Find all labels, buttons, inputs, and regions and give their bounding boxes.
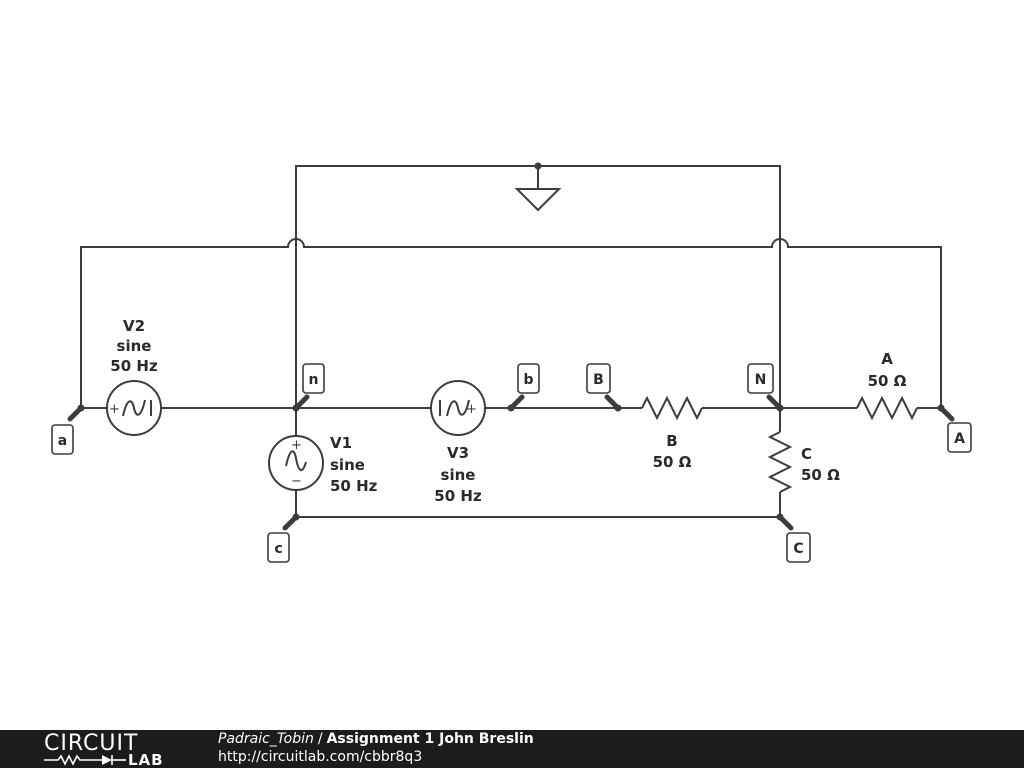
circuit-schematic: + + − + (51, 162, 972, 563)
svg-text:B: B (666, 432, 677, 450)
schematic-title[interactable]: Assignment 1 John Breslin (326, 731, 534, 747)
footer-bar (0, 730, 1024, 768)
resistor-A-label: A 50 Ω (868, 350, 907, 390)
svg-text:50 Hz: 50 Hz (330, 477, 378, 495)
svg-text:50 Hz: 50 Hz (110, 357, 158, 375)
node-label-B[interactable]: B (586, 363, 611, 394)
svg-text:a: a (58, 433, 67, 449)
author-link[interactable]: Padraic_Tobin (218, 731, 314, 747)
node-label-n[interactable]: n (302, 363, 325, 394)
svg-text:50 Ω: 50 Ω (868, 372, 907, 390)
svg-text:V1: V1 (330, 434, 352, 452)
node-label-N[interactable]: N (747, 363, 774, 394)
svg-text:C: C (793, 541, 803, 557)
resistor-diode-logo-icon (44, 754, 126, 766)
svg-text:N: N (755, 372, 767, 388)
outer-wire-a-to-A (80, 238, 942, 408)
svg-text:C: C (801, 445, 812, 463)
svg-text:−: − (291, 474, 302, 489)
junction-dots (77, 404, 945, 521)
node-label-A[interactable]: A (947, 422, 972, 453)
svg-text:V2: V2 (123, 317, 145, 335)
resistor-C[interactable] (767, 431, 793, 493)
circuitlab-logo-lab: LAB (128, 751, 164, 769)
bottom-wire (295, 490, 781, 518)
v1-source[interactable]: + − (268, 435, 324, 491)
schematic-credit: Padraic_Tobin/Assignment 1 John Breslin (218, 731, 534, 747)
resistor-B-label: B 50 Ω (653, 432, 692, 471)
ground-symbol (514, 188, 562, 212)
schematic-url[interactable]: http://circuitlab.com/cbbr8q3 (218, 749, 423, 765)
node-label-a[interactable]: a (51, 424, 74, 455)
node-label-c[interactable]: c (267, 532, 290, 563)
node-label-C[interactable]: C (786, 532, 811, 563)
svg-text:A: A (881, 350, 893, 368)
svg-text:V3: V3 (447, 444, 469, 462)
svg-text:+: + (109, 402, 120, 417)
svg-text:sine: sine (117, 337, 152, 355)
svg-text:sine: sine (441, 466, 476, 484)
ground-loop (295, 162, 781, 240)
v3-label: V3 sine 50 Hz (434, 444, 482, 505)
v2-label: V2 sine 50 Hz (110, 317, 158, 375)
svg-text:n: n (309, 372, 319, 388)
svg-text:+: + (291, 438, 302, 453)
svg-text:B: B (593, 372, 604, 388)
svg-text:A: A (954, 431, 965, 447)
node-label-b[interactable]: b (517, 363, 540, 394)
resistor-A[interactable] (856, 395, 918, 421)
resistor-B[interactable] (641, 395, 703, 421)
svg-text:+: + (466, 402, 477, 417)
circuitlab-logo-text[interactable]: CIRCUIT (44, 731, 139, 756)
node-flags (67, 394, 955, 531)
svg-text:50 Hz: 50 Hz (434, 487, 482, 505)
svg-text:c: c (274, 541, 282, 557)
v3-source[interactable]: + (430, 380, 486, 436)
svg-text:b: b (523, 372, 533, 388)
svg-text:sine: sine (330, 456, 365, 474)
svg-text:50 Ω: 50 Ω (653, 453, 692, 471)
credit-separator: / (317, 731, 323, 747)
v1-label: V1 sine 50 Hz (330, 434, 378, 495)
v2-source[interactable]: + (106, 380, 162, 436)
svg-text:50 Ω: 50 Ω (801, 466, 840, 484)
resistor-C-label: C 50 Ω (801, 445, 840, 484)
